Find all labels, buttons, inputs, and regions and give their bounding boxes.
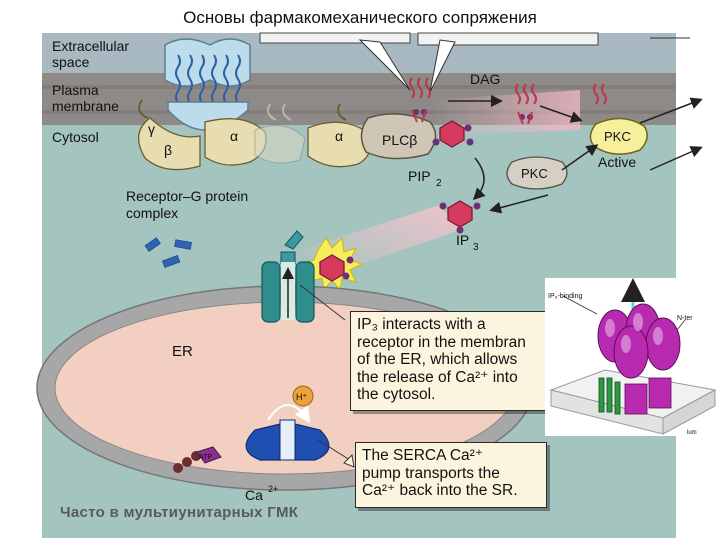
inset-label-n-ter: N-ter [677,315,693,322]
label-ip3-sub: 3 [473,242,479,253]
label-plasma-2: membrane [52,98,119,114]
plasma-membrane [42,73,676,125]
label-ip3: IP [456,232,469,248]
label-extracellular-2: space [52,54,90,70]
ip3-receptor-channel [261,230,315,323]
label-atp: ATP [199,454,212,461]
footer-note: Часто в мультиунитарных ГМК [60,504,299,521]
ip3-box-line: of the ER, which allows [357,351,518,368]
inset-label-ip3-binding: IP₃-binding [548,293,582,300]
label-extracellular-1: Extracellular [52,38,129,54]
inset-label-lum: lum [687,430,697,436]
label-receptor-2: complex [126,205,178,221]
page-title: Основы фармакомеханического сопряжения [183,8,537,27]
label-pip: PIP [408,168,431,184]
dag-molecules [409,77,607,105]
g-protein-complex [138,99,267,171]
label-pkc-active: PKC [604,129,631,144]
label-pkc: PKC [521,166,548,181]
plc-beta-enzyme [360,113,437,160]
label-ca-sup: 2+ [268,484,278,494]
serca-box-line: Ca²⁺ back into the SR. [362,482,518,499]
serca-box-line: pump transports the [362,464,500,482]
ip3-explanation-box: IP₃ interacts with a receptor in the mem… [350,311,556,411]
serca-pump [245,385,330,461]
pkc-active-enzyme [589,117,648,155]
ip3-receptor-inset: IP₃-binding N-ter lum [545,278,717,436]
atp-molecule [173,446,222,473]
pip2-hexagon [432,120,474,148]
label-er: ER [172,343,193,360]
ip3-box-line: the release of Ca²⁺ into [357,368,518,386]
label-receptor-1: Receptor–G protein [126,188,248,204]
label-active: Active [598,154,636,170]
label-plc: PLCβ [382,132,417,148]
label-ca: Ca [245,487,263,503]
label-cytosol: Cytosol [52,129,99,145]
serca-box-line: The SERCA Ca²⁺ [362,447,484,464]
gpcr-receptor [164,38,251,131]
label-gamma: γ [148,121,155,137]
ip3-box-line: receptor in the membran [357,333,526,351]
pkc-inactive-enzyme [506,156,568,190]
label-alpha-2: α [335,128,343,144]
label-plasma-1: Plasma [52,82,99,98]
label-alpha-1: α [230,128,238,144]
ip3-hexagon [439,200,481,234]
label-dag: DAG [470,71,500,87]
label-pip-sub: 2 [436,178,442,189]
label-h-plus: H⁺ [296,392,307,402]
ip3-box-line: IP₃ interacts with a [357,316,486,333]
serca-explanation-box: The SERCA Ca²⁺ pump transports the Ca²⁺ … [355,442,547,508]
g-alpha-shadow [254,103,306,164]
ip3-receptor-inset-drawing: IP₃-binding N-ter lum [548,278,717,436]
ip3-box-line: the cytosol. [357,386,436,403]
label-beta: β [164,142,172,158]
